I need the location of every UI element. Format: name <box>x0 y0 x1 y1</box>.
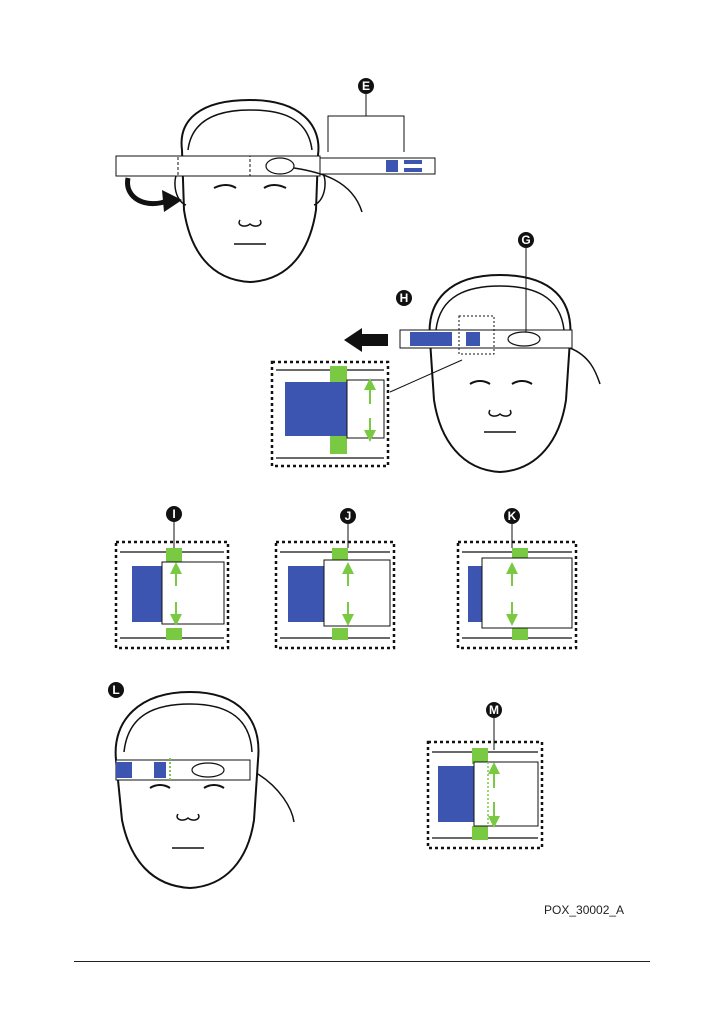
callout-l: L <box>108 682 124 698</box>
sensor-strip-bottom <box>116 758 250 782</box>
curved-arrow-icon <box>162 190 182 212</box>
svg-text:M: M <box>489 703 499 717</box>
callout-j: J <box>340 508 356 524</box>
svg-text:K: K <box>508 509 517 523</box>
callout-i: I <box>166 506 182 522</box>
left-arrow-icon <box>344 328 388 352</box>
svg-text:I: I <box>172 507 175 521</box>
callout-m: M <box>486 702 502 718</box>
callout-g: G <box>518 232 534 248</box>
buckle-detail-large <box>272 362 388 466</box>
head-figure-bottom <box>116 692 294 888</box>
callout-k: K <box>504 508 520 524</box>
callout-h: H <box>396 290 412 306</box>
buckle-detail-m <box>428 742 542 848</box>
svg-text:H: H <box>400 291 409 305</box>
callout-bracket-e <box>328 94 404 152</box>
head-figure-top <box>175 100 325 282</box>
buckle-detail-k <box>458 542 576 648</box>
svg-text:G: G <box>521 233 530 247</box>
svg-text:L: L <box>112 683 119 697</box>
svg-text:J: J <box>345 509 352 523</box>
callout-e: E <box>358 78 374 94</box>
buckle-detail-j <box>276 542 394 648</box>
head-figure-middle <box>430 275 600 472</box>
footer-rule <box>74 961 650 962</box>
buckle-detail-i <box>116 542 228 648</box>
svg-text:E: E <box>362 79 370 93</box>
figure-code: POX_30002_A <box>544 903 624 917</box>
